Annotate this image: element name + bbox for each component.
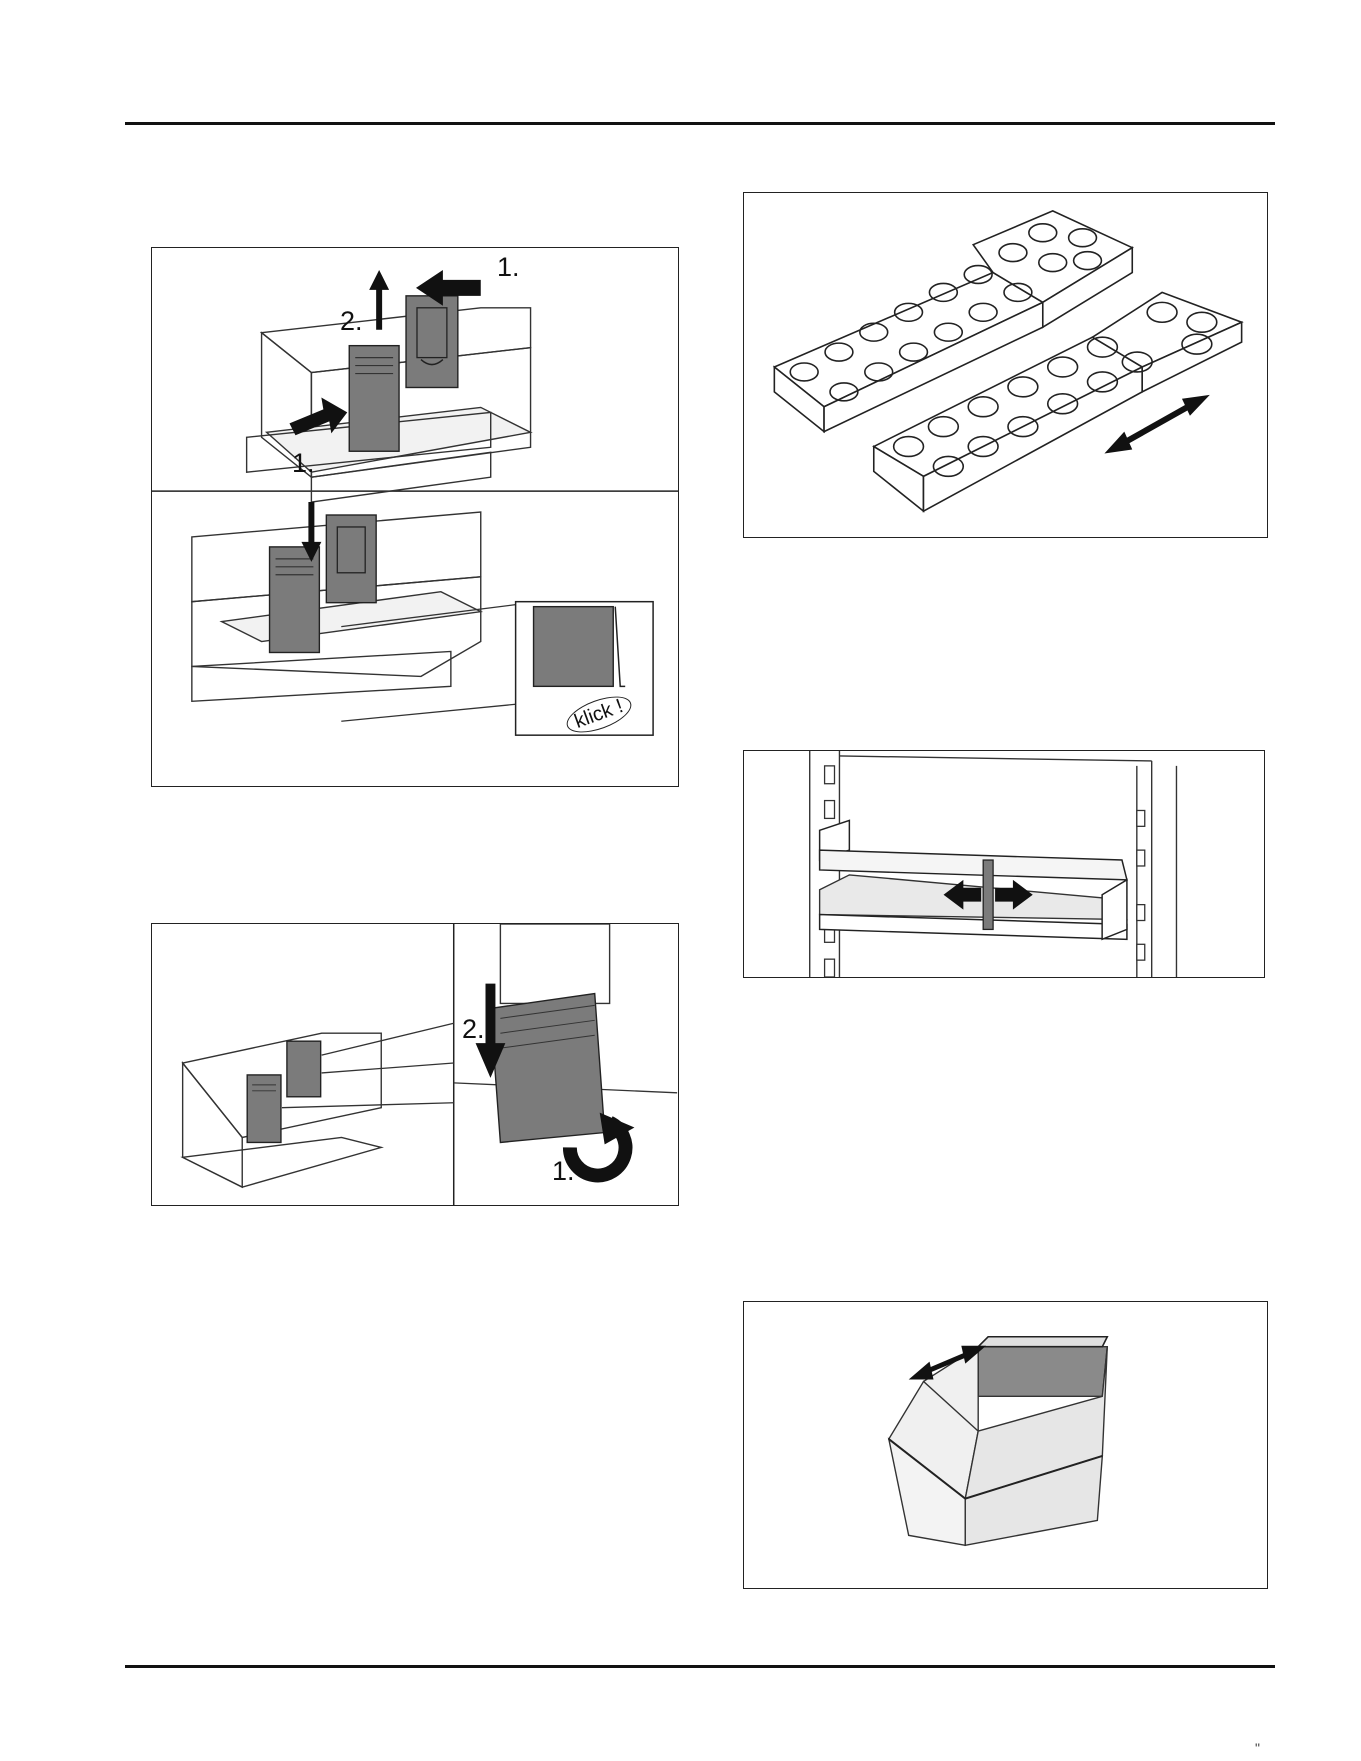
- shelf-divider: [983, 860, 993, 929]
- figure-egg-trays: [743, 192, 1268, 538]
- drawer-bottom-view: [192, 502, 653, 735]
- figure-bottle-box: [743, 1301, 1268, 1589]
- egg-trays-illustration: [744, 193, 1267, 537]
- step-2-label: 2.: [340, 306, 363, 337]
- door-shelf: [820, 820, 1127, 939]
- flap-detail: [454, 924, 677, 1176]
- footer-rule: [125, 1665, 1275, 1668]
- step-1-label-top-left: 1.: [292, 448, 315, 479]
- drawer-overview: [183, 1023, 454, 1187]
- figure-drawer-divider: 1. 2. 1. klick !: [151, 247, 679, 787]
- page-mark: ": [1255, 1740, 1260, 1756]
- drawer-flap-illustration: [152, 924, 678, 1205]
- bottle-box-illustration: [744, 1302, 1267, 1588]
- flap-step-1-label: 1.: [552, 1156, 575, 1187]
- figure-door-shelf: [743, 750, 1265, 978]
- header-rule: [125, 122, 1275, 125]
- door-shelf-illustration: [744, 751, 1264, 977]
- bottle-box: [889, 1337, 1107, 1546]
- flap-step-2-label: 2.: [462, 1014, 485, 1045]
- step-1-label-top-right: 1.: [497, 252, 520, 283]
- drawer-top-view: [247, 270, 531, 502]
- divider-plate-front: [349, 346, 399, 452]
- figure-drawer-flap: 2. 1.: [151, 923, 679, 1206]
- divider-plate-back: [406, 296, 458, 388]
